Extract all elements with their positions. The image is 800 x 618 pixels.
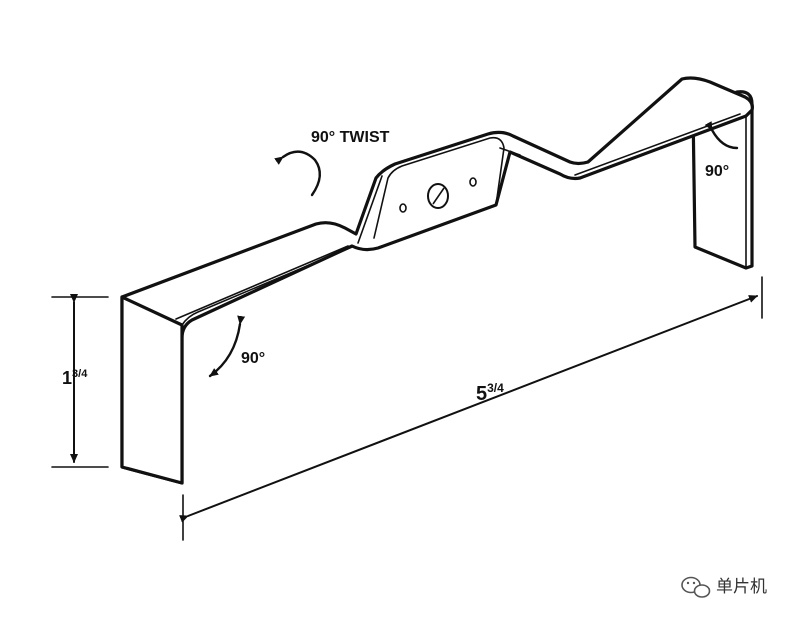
small-hole-left [399, 203, 407, 213]
bracket-top-strip [120, 76, 754, 485]
mounting-holes [399, 177, 477, 213]
small-hole-right [469, 177, 477, 187]
left-angle-label: 90° [241, 350, 265, 367]
watermark-text: 单片机 [716, 577, 767, 597]
right-angle-label: 90° [705, 163, 729, 180]
wechat-icon [681, 576, 711, 598]
left-angle-arrow [208, 315, 246, 378]
height-dimension [51, 294, 109, 468]
watermark: 单片机 [681, 576, 767, 598]
height-label: 13/4 [62, 368, 88, 388]
twist-label: 90° TWIST [311, 129, 390, 146]
length-dimension [179, 276, 763, 541]
twist-arrow [274, 150, 321, 197]
right-angle-arrow [704, 121, 739, 150]
length-label: 53/4 [476, 381, 504, 405]
